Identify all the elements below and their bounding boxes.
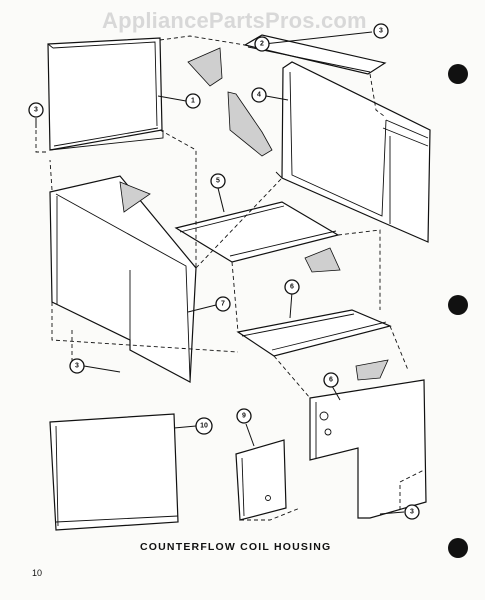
page-number: 10 xyxy=(32,568,43,578)
callout-6-tray: 6 xyxy=(284,279,300,295)
svg-text:3: 3 xyxy=(75,363,79,370)
callout-1: 1 xyxy=(185,93,201,109)
bracket-upper-right xyxy=(227,91,273,157)
callout-10: 10 xyxy=(195,417,213,435)
part-6-lower-tray xyxy=(236,309,392,357)
part-4-side-panel xyxy=(275,61,431,243)
svg-text:10: 10 xyxy=(200,423,208,430)
svg-text:7: 7 xyxy=(221,301,225,308)
callout-3-top-right: 3 xyxy=(373,23,389,39)
svg-text:3: 3 xyxy=(34,107,38,114)
bracket-upper-left xyxy=(187,47,223,87)
svg-text:4: 4 xyxy=(257,92,261,99)
svg-text:3: 3 xyxy=(410,509,414,516)
callout-9: 9 xyxy=(236,408,252,424)
part-2-top-strip xyxy=(243,34,387,75)
assembly-lines xyxy=(35,35,425,521)
callout-leaders xyxy=(35,31,405,515)
callout-3-lower-left: 3 xyxy=(69,358,85,374)
callout-5: 5 xyxy=(210,173,226,189)
registration-dot-bottom xyxy=(448,538,468,558)
svg-text:2: 2 xyxy=(260,41,264,48)
callout-6-panel: 6 xyxy=(323,372,339,388)
watermark-text: AppliancePartsPros.com xyxy=(102,8,367,33)
svg-text:5: 5 xyxy=(216,178,220,185)
svg-text:6: 6 xyxy=(329,377,333,384)
registration-dot-top xyxy=(448,64,468,84)
svg-text:3: 3 xyxy=(379,28,383,35)
svg-text:9: 9 xyxy=(242,413,246,420)
part-5-upper-tray xyxy=(174,201,340,263)
callout-3-left: 3 xyxy=(28,102,44,118)
diagram-caption: COUNTERFLOW COIL HOUSING xyxy=(140,541,332,553)
part-9-small-plate xyxy=(235,439,287,521)
callout-7: 7 xyxy=(215,296,231,312)
svg-text:1: 1 xyxy=(191,98,195,105)
bracket-middle xyxy=(304,247,341,273)
part-1-back-panel xyxy=(47,37,164,151)
part-6-bottom-panel xyxy=(309,359,427,519)
registration-dot-middle xyxy=(448,295,468,315)
part-7-housing-body xyxy=(49,175,197,383)
svg-text:6: 6 xyxy=(290,284,294,291)
callout-4: 4 xyxy=(251,87,267,103)
callout-3-bottom-right: 3 xyxy=(404,504,420,520)
part-10-front-panel xyxy=(49,413,179,531)
callout-2: 2 xyxy=(254,36,270,52)
